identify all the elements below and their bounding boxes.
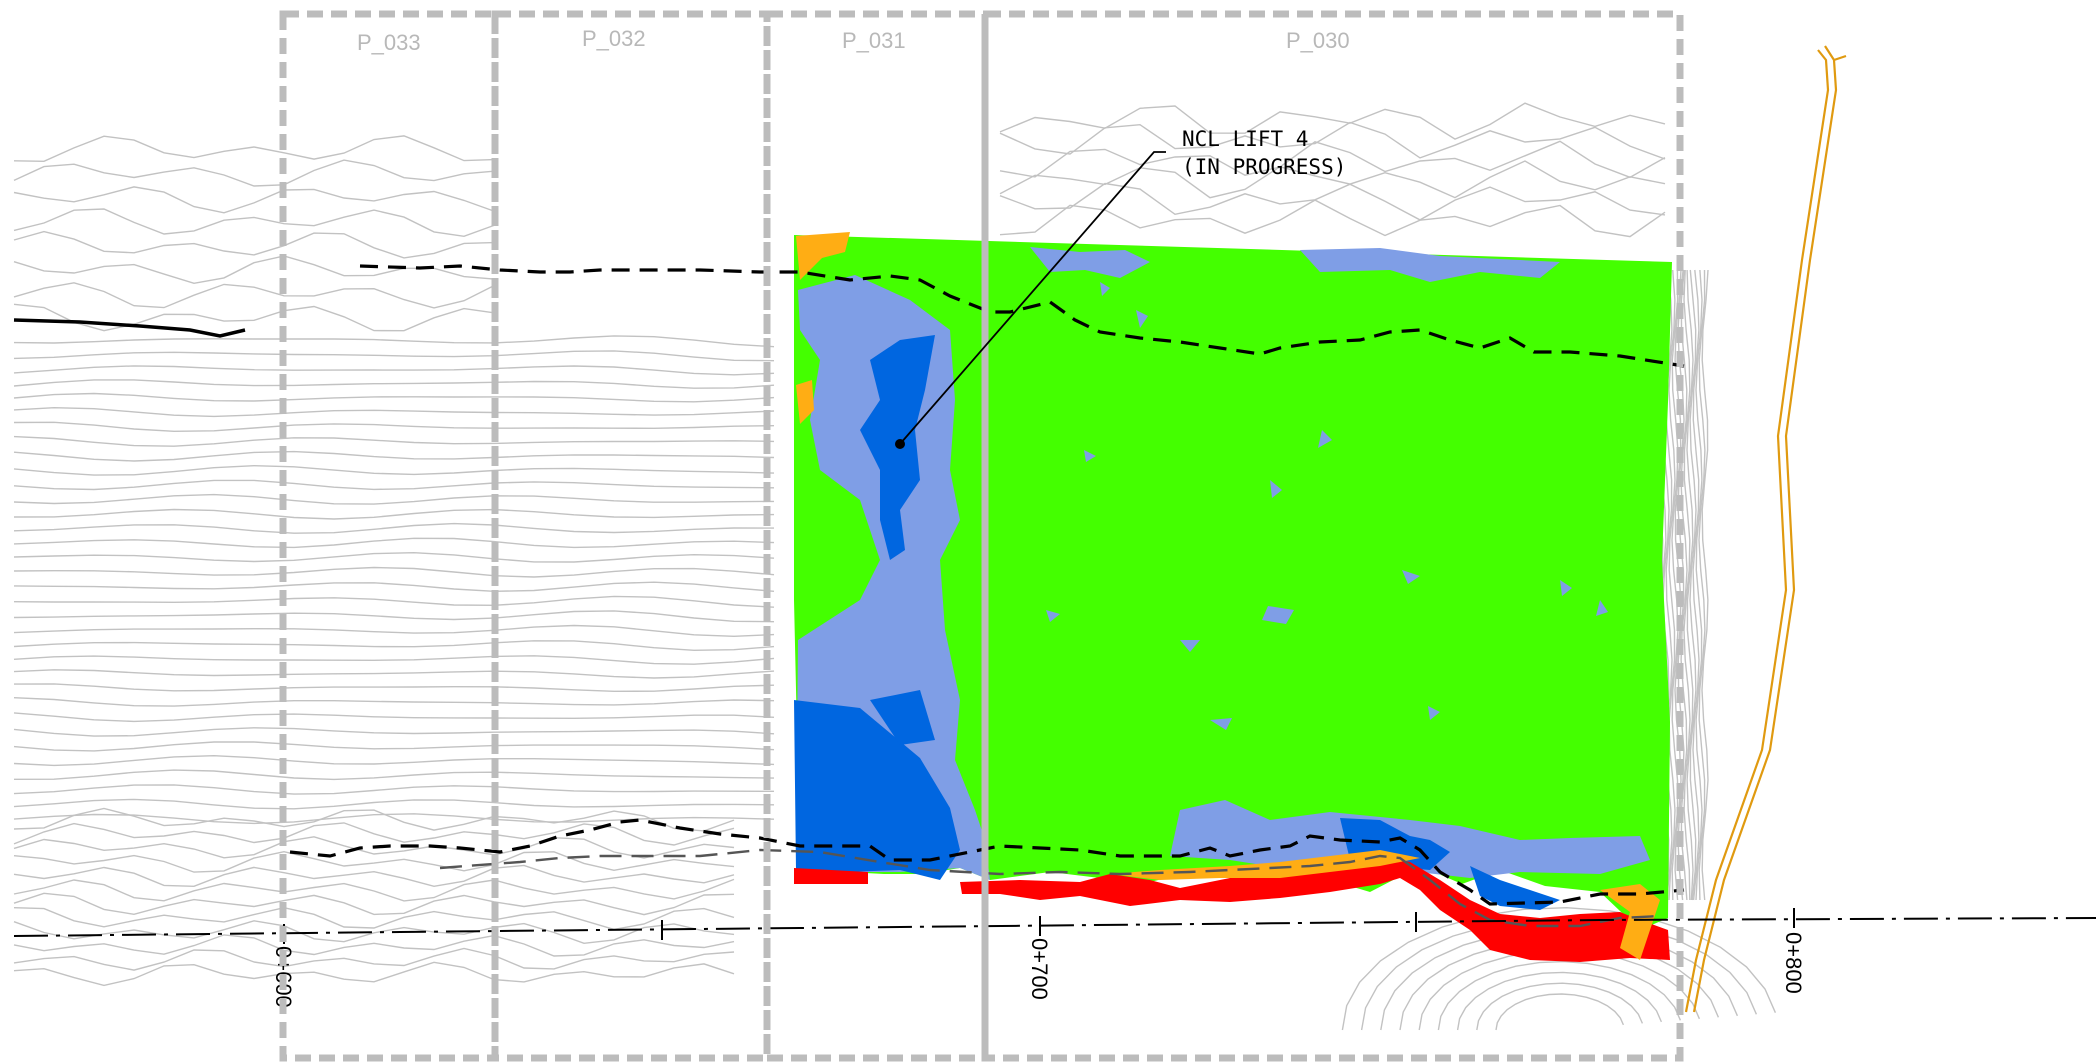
callout-point bbox=[895, 439, 905, 449]
panel-label-p033: P_033 bbox=[357, 30, 421, 55]
coverage-orange-a bbox=[796, 232, 850, 280]
top-limit-line bbox=[359, 264, 1685, 368]
callout-line-1: NCL LIFT 4 bbox=[1182, 127, 1308, 151]
coverage-orange-b bbox=[796, 380, 814, 424]
coverage-orange-d bbox=[1600, 884, 1660, 960]
panel-label-p030: P_030 bbox=[1286, 28, 1350, 53]
panel-frame-p032 bbox=[491, 10, 771, 1062]
haul-road bbox=[1684, 45, 1847, 1013]
coverage-speckles bbox=[1046, 282, 1608, 730]
coverage-red-main bbox=[960, 856, 1670, 962]
coverage-green bbox=[794, 235, 1672, 930]
panel-frame-p033 bbox=[279, 10, 499, 1062]
callout-leader bbox=[899, 151, 1166, 445]
coverage-lightblue-top2 bbox=[1300, 248, 1560, 282]
panel-label-p032: P_032 bbox=[582, 26, 646, 51]
panel-frame-p031 bbox=[763, 10, 989, 1062]
bottom-limit-line bbox=[289, 818, 1685, 906]
chainage-label-800: 0+800 bbox=[1781, 932, 1806, 994]
panel-frames bbox=[279, 10, 1684, 1062]
existing-boundary-line bbox=[13, 318, 246, 338]
design-limit-line bbox=[439, 848, 1661, 928]
contour-lines bbox=[13, 102, 1709, 901]
callout-line-2: (IN PROGRESS) bbox=[1182, 155, 1346, 179]
alignment-centerline bbox=[13, 917, 2096, 937]
panel-label-p031: P_031 bbox=[842, 28, 906, 53]
chainage-label-700: 0+700 bbox=[1027, 938, 1052, 1000]
coverage-darkblue-c bbox=[870, 690, 935, 745]
coverage-area bbox=[794, 232, 1672, 962]
coverage-darkblue-e bbox=[1470, 866, 1560, 910]
coverage-darkblue-a bbox=[794, 700, 960, 880]
coverage-lightblue-top bbox=[1030, 247, 1150, 278]
panel-frame-p030 bbox=[981, 10, 1684, 1062]
coverage-red-left bbox=[794, 868, 868, 884]
